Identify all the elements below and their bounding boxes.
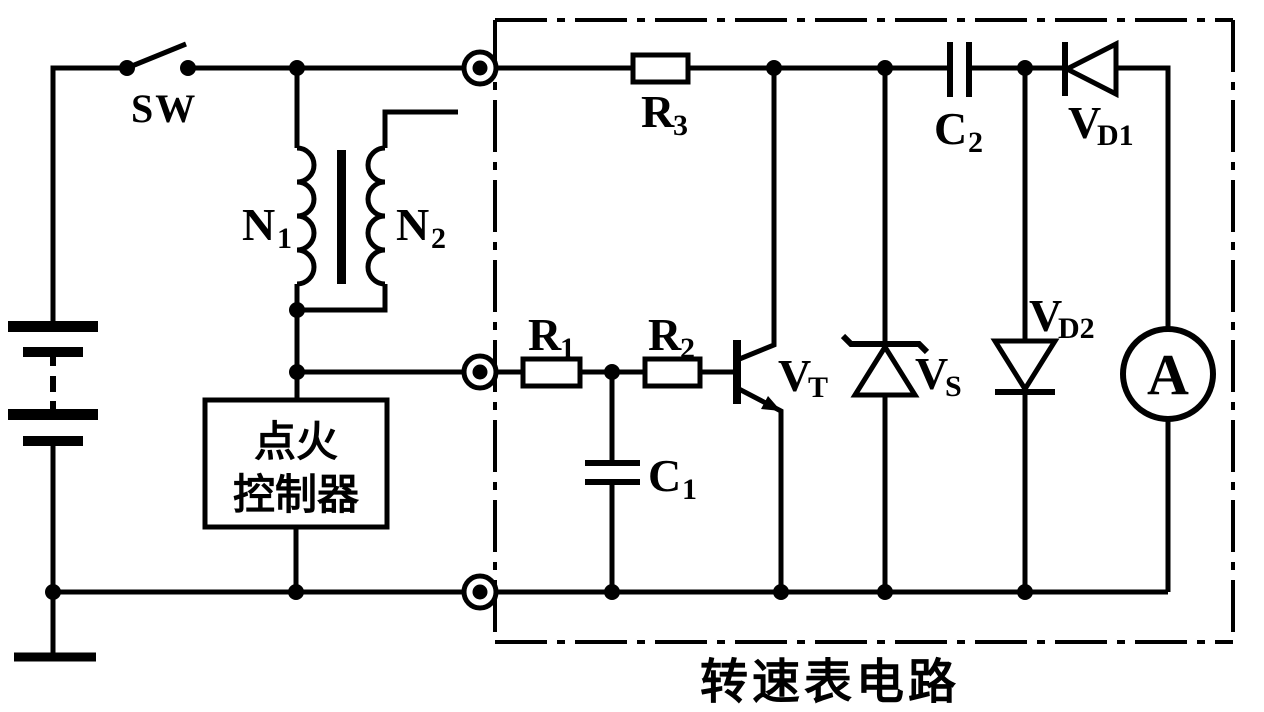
wire-n2-top-lead xyxy=(382,109,458,148)
vt-label-sub: T xyxy=(808,371,828,404)
terminal-bottom xyxy=(461,573,499,611)
wire-battery-to-switch xyxy=(50,65,127,322)
vt-emitter xyxy=(735,385,784,592)
vd1-triangle xyxy=(1061,39,1119,99)
junction-dot xyxy=(1017,584,1033,600)
resistor-r1-body xyxy=(520,356,583,389)
ignition-controller: 点火 控制器 xyxy=(202,397,390,530)
c2-label-sub: 2 xyxy=(968,126,983,159)
battery xyxy=(8,321,98,446)
r3-label-sub: 3 xyxy=(673,109,688,142)
labels: SW N 1 N 2 R 1 R 2 R 3 C 1 C 2 V T V S V… xyxy=(131,86,1134,709)
switch-blade xyxy=(126,41,187,71)
capacitor-c1 xyxy=(585,460,640,485)
c1-label-sub: 1 xyxy=(682,473,697,506)
vd1-label-sub: D1 xyxy=(1097,119,1134,152)
r2-label-main: R xyxy=(648,309,682,360)
junction-dot xyxy=(773,584,789,600)
ignition-controller-box xyxy=(202,397,390,530)
battery-plate-long-top xyxy=(8,321,98,332)
junction-dot xyxy=(766,60,782,76)
junction-dot xyxy=(289,60,305,76)
circuit-caption: 转速表电路 xyxy=(700,656,960,709)
zener-vs xyxy=(840,333,930,398)
vt-label-main: V xyxy=(778,350,811,401)
resistor-r3-body xyxy=(630,52,691,85)
junction-dot xyxy=(288,584,304,600)
junction-dot xyxy=(877,60,893,76)
diode-vd1 xyxy=(1061,39,1119,99)
r1-label-main: R xyxy=(528,309,562,360)
c2-label-main: C xyxy=(934,103,967,154)
vd2-triangle xyxy=(990,338,1060,394)
junction-dot xyxy=(877,584,893,600)
switch-sw xyxy=(119,41,196,76)
ammeter-label: A xyxy=(1147,342,1189,407)
ignition-controller-label-line1: 点火 xyxy=(254,419,338,466)
terminal-top xyxy=(461,49,499,87)
secondary-winding-coil xyxy=(365,145,386,287)
ignition-controller-label-line2: 控制器 xyxy=(233,472,360,519)
junction-dot xyxy=(45,584,61,600)
vt-emitter-arrow xyxy=(761,396,781,411)
ignition-coil xyxy=(296,145,386,287)
resistor-r2-body xyxy=(642,356,703,389)
primary-winding-coil xyxy=(296,145,317,287)
diode-vd2 xyxy=(990,338,1060,395)
n2-label-sub: 2 xyxy=(431,222,446,255)
terminal-pin xyxy=(472,364,488,380)
switch-contact-left xyxy=(119,60,135,76)
junction-dot xyxy=(289,364,305,380)
n2-label-main: N xyxy=(396,199,429,250)
n1-label-sub: 1 xyxy=(277,222,292,255)
c1-label-main: C xyxy=(648,450,681,501)
junction-dot xyxy=(604,364,620,380)
junction-dot xyxy=(289,302,305,318)
vt-collector xyxy=(736,68,777,363)
terminals xyxy=(461,49,499,611)
vs-label-sub: S xyxy=(945,370,962,403)
junction-dots xyxy=(45,60,1033,600)
battery-plate-short-bottom xyxy=(23,436,83,446)
ground-symbol xyxy=(14,592,96,662)
n1-label-main: N xyxy=(242,199,275,250)
terminal-pin xyxy=(472,60,488,76)
r1-label-sub: 1 xyxy=(560,332,575,365)
ammeter: A xyxy=(1120,326,1216,422)
vd2-label-main: V xyxy=(1029,290,1062,341)
r3-label-main: R xyxy=(641,86,675,137)
battery-plate-short-top xyxy=(23,347,83,357)
ammeter-body xyxy=(1120,326,1216,422)
junction-dot xyxy=(1017,60,1033,76)
r2-label-sub: 2 xyxy=(680,332,695,365)
terminal-pin xyxy=(472,584,488,600)
junction-dot xyxy=(604,584,620,600)
transistor-vt xyxy=(733,68,784,592)
transformer-core xyxy=(337,150,346,284)
battery-plate-long-bottom xyxy=(8,409,98,420)
switch-label: SW xyxy=(131,86,197,131)
vd2-label-sub: D2 xyxy=(1058,312,1095,345)
vs-label-main: V xyxy=(915,348,948,399)
wire-n2-bottom-lead xyxy=(297,284,388,313)
capacitor-c2 xyxy=(947,42,972,97)
wires xyxy=(50,65,1171,595)
vd1-label-main: V xyxy=(1068,97,1101,148)
terminal-middle xyxy=(461,353,499,391)
switch-contact-right xyxy=(180,60,196,76)
wire-vd1-to-ammeter xyxy=(1116,65,1171,329)
tachometer-circuit-boundary xyxy=(493,18,1235,644)
vs-triangle xyxy=(850,342,920,398)
